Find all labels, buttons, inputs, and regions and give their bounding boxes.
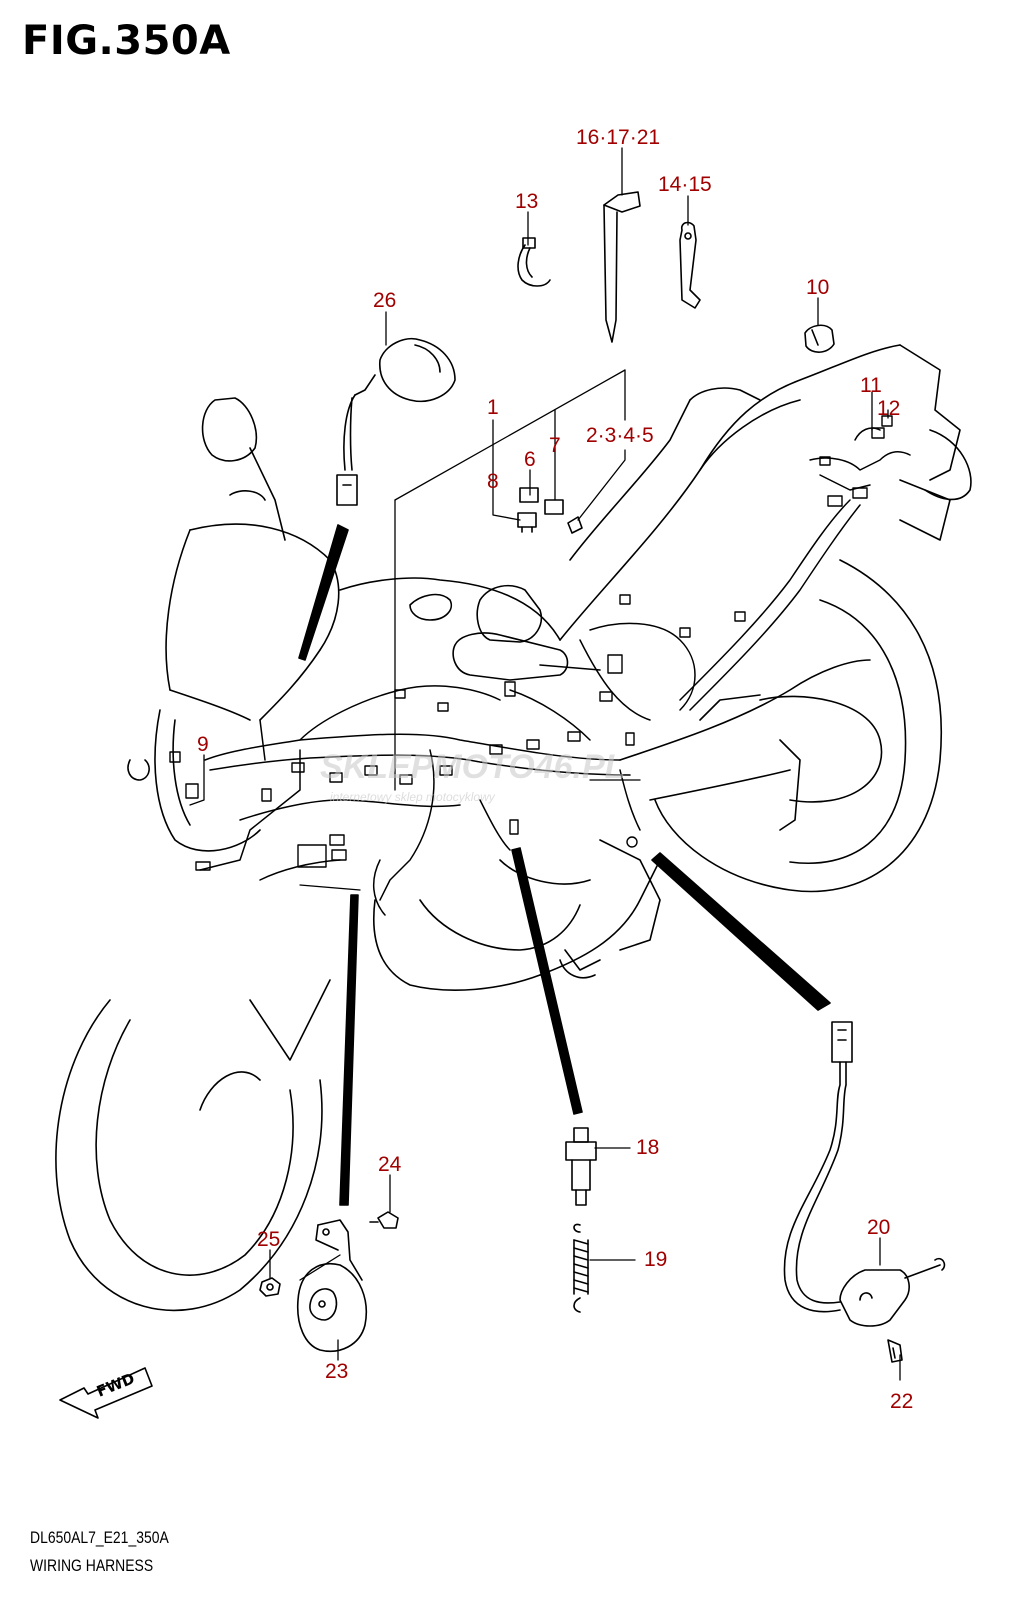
harness-connectors	[169, 415, 893, 871]
part-19-spring	[573, 1223, 589, 1313]
figure-title: FIG.350A	[22, 18, 231, 64]
callout-25: 25	[257, 1228, 281, 1251]
part-25-nut	[259, 1277, 281, 1297]
leader-lines	[189, 147, 901, 1381]
part-20-sensor	[783, 1021, 946, 1327]
callout-13: 13	[515, 190, 539, 213]
callout-11: 11	[860, 374, 882, 397]
callout-6: 6	[524, 448, 536, 471]
relays-and-fuse	[517, 487, 583, 534]
part-23-horn	[296, 1219, 367, 1352]
front-wheel	[55, 979, 331, 1312]
part-24-bolt	[369, 1211, 399, 1229]
part-18-switch	[565, 1127, 597, 1206]
part-16-cable-tie	[603, 191, 641, 343]
rear-wheel	[654, 559, 942, 893]
callout-22: 22	[890, 1390, 914, 1413]
callout-1: 1	[487, 396, 499, 419]
pointer-arrows	[298, 524, 831, 1206]
callout-20: 20	[867, 1216, 891, 1239]
part-13-clamp	[517, 237, 551, 287]
part-22-bolt	[887, 1339, 903, 1363]
callout-26: 26	[373, 289, 397, 312]
engine	[372, 839, 661, 991]
watermark-brand: SKLEPMOTO46.PL	[320, 748, 626, 786]
fwd-arrow-icon	[59, 1367, 153, 1419]
callout-8: 8	[487, 470, 499, 493]
callout-16-17-21: 16·17·21	[576, 126, 661, 149]
part-10-grommet	[804, 324, 835, 353]
callout-19: 19	[644, 1248, 668, 1271]
callout-10: 10	[806, 276, 830, 299]
callout-14-15: 14·15	[658, 173, 712, 196]
frame	[619, 659, 871, 831]
part-26-accessory-socket	[336, 338, 456, 506]
callout-12: 12	[877, 397, 901, 420]
callout-9: 9	[197, 733, 209, 756]
front-fairing	[127, 397, 340, 852]
model-code: DL650AL7_E21_350A	[30, 1528, 169, 1547]
figure-name: WIRING HARNESS	[30, 1556, 154, 1575]
bodywork	[339, 344, 972, 641]
callout-18: 18	[636, 1136, 660, 1159]
handlebar	[452, 584, 601, 681]
callout-7: 7	[549, 434, 561, 457]
callout-2-3-4-5: 2·3·4·5	[586, 424, 654, 447]
main-wiring-harness	[199, 427, 911, 916]
callout-24: 24	[378, 1153, 402, 1176]
part-14-clamp-band	[679, 221, 701, 309]
watermark-tagline: internetowy sklep motocyklowy	[330, 790, 495, 804]
callout-23: 23	[325, 1360, 349, 1383]
